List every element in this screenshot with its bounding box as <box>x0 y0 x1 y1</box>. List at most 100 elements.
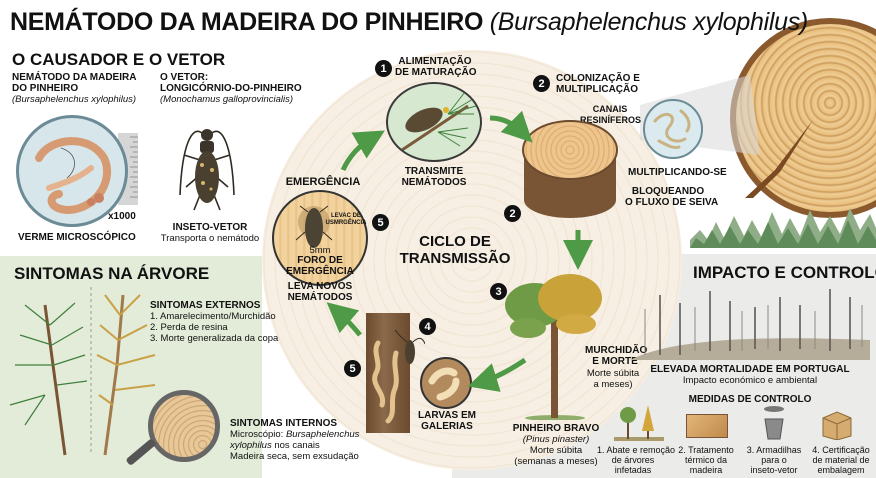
control-measure-2: 2. Tratamento térmico da madeira <box>674 445 738 475</box>
measure-1-line3: infetadas <box>614 465 652 475</box>
stump-cross-section-illustration <box>522 120 618 180</box>
sintomas-panel <box>0 256 262 478</box>
healthy-vs-dead-branch-illustration <box>9 287 156 456</box>
title-scientific: (Bursaphelenchus xylophilus) <box>489 8 808 36</box>
step-3-title: MURCHIDÃO E MORTE <box>585 345 648 367</box>
step-3-sub: Morte súbita a meses) <box>580 368 646 390</box>
emergence-inner-label-line1: LEVAC DE <box>331 213 361 219</box>
pine-tree-name: PINHEIRO BRAVO <box>512 423 600 434</box>
nematode-caption: VERME MICROSCÓPICO <box>18 232 136 243</box>
step-3-title-line1: MURCHIDÃO <box>585 345 648 356</box>
step-3-number-badge: 3 <box>490 283 507 300</box>
measure-2-line1: 2. Tratamento <box>678 445 734 455</box>
felled-trees-icon <box>614 405 664 441</box>
sintomas-heading: SINTOMAS NA ÁRVORE <box>14 264 210 283</box>
multiplying-nematodes-illustration <box>643 99 703 159</box>
control-measure-1: 1. Abate e remoção de árvores infetadas <box>597 445 675 475</box>
control-measures-heading: MEDIDAS DE CONTROLO <box>688 394 812 405</box>
microscope-nematode-illustration <box>16 115 128 227</box>
box-icon <box>822 411 852 440</box>
step-2-number-badge-secondary: 2 <box>504 205 521 222</box>
internal-symptom-species: xylophilus <box>230 440 272 451</box>
measure-3-line2: para o <box>761 455 787 465</box>
maturation-feeding-illustration <box>386 82 482 162</box>
nematode-title-line1: NEMÁTODO DA MADEIRA <box>12 72 137 83</box>
external-symptom-item: 2. Perda de resina <box>150 322 228 333</box>
pine-tree-scientific: (Pinus pinaster) <box>522 434 590 445</box>
external-symptom-item: 1. Amarelecimento/Murchidão <box>150 311 276 322</box>
vector-caption: INSETO-VETOR <box>172 222 248 233</box>
dead-forest-illustration <box>630 289 870 360</box>
external-symptoms-title: SINTOMAS EXTERNOS <box>150 300 261 311</box>
nematode-info: NEMÁTODO DA MADEIRA DO PINHEIRO (Bursaph… <box>12 72 136 105</box>
emergence-hole-illustration <box>272 190 368 286</box>
internal-symptoms: SINTOMAS INTERNOS Microscópio: Bursaphel… <box>230 418 359 462</box>
measure-2-line2: térmico da <box>684 455 728 465</box>
wood-beam-icon <box>686 414 728 438</box>
wood-cross-section-magnifier-illustration <box>148 390 220 462</box>
control-measure-3: 3. Armadilhas para o inseto-vetor <box>743 445 805 475</box>
step-1-number-badge: 1 <box>375 60 392 77</box>
tree-trunk-galleries-illustration <box>366 313 410 433</box>
magnification-label: x1000 <box>108 211 136 222</box>
mortality-title: ELEVADA MORTALIDADE EM PORTUGAL <box>650 364 850 375</box>
step-3-sub-line1: Morte súbita <box>586 368 640 379</box>
step-2-caption: MULTIPLICANDO-SE <box>628 167 727 178</box>
longhorn-beetle-illustration <box>179 129 235 211</box>
step-2-caption2: BLOQUEANDO O FLUXO DE SEIVA <box>625 186 719 208</box>
step-3-title-line2: E MORTE <box>592 356 638 367</box>
forest-silhouette-illustration <box>690 208 876 248</box>
measure-4-line2: de material de <box>812 455 870 465</box>
measure-4-line3: embalagem <box>817 465 865 475</box>
pine-tree-info: PINHEIRO BRAVO (Pinus pinaster) Morte sú… <box>500 423 612 467</box>
emergence-hole-line2: EMERGÊNCIA <box>286 266 354 277</box>
wilting-pine-tree-illustration <box>505 274 602 420</box>
step-2-caption2-line2: O FLUXO DE SEIVA <box>625 197 719 208</box>
step-2-title: COLONIZAÇÃO E MULTIPLICAÇÃO <box>556 73 640 95</box>
step-3-sub-line2: a meses) <box>593 379 633 390</box>
measure-1-line2: de árvores <box>611 455 655 465</box>
step-5-caption-line1: LEVA NOVOS <box>287 281 353 292</box>
emergence-hole-line1: FORO DE <box>297 255 343 266</box>
mortality-subtitle: Impacto económico e ambiental <box>682 375 818 386</box>
trap-bucket-icon <box>764 406 784 440</box>
step-4-caption: LARVAS EM GALERIAS <box>415 410 479 432</box>
step-2-number-badge: 2 <box>533 75 550 92</box>
step-1-title-line1: ALIMENTAÇÃO <box>398 56 472 67</box>
cycle-center-line2: TRANSMISSÃO <box>399 250 511 267</box>
causador-heading: O CAUSADOR E O VETOR <box>12 50 226 69</box>
larvae-closeup-illustration <box>420 357 472 409</box>
emergence-hole-label: FORO DE EMERGÊNCIA <box>280 255 360 277</box>
internal-symptoms-title: SINTOMAS INTERNOS <box>230 418 338 429</box>
nematode-scientific: (Bursaphelenchus xylophilus) <box>12 94 137 105</box>
step-5-number-badge: 5 <box>372 214 389 231</box>
vector-scientific: (Monochamus galloprovincialis) <box>160 94 294 105</box>
emergence-size: 5mm <box>309 245 331 256</box>
pine-tree-sub2: (semanas a meses) <box>514 456 598 467</box>
vector-subcaption: Transporta o nemátodo <box>160 233 260 244</box>
page-title: NEMÁTODO DA MADEIRA DO PINHEIRO (Bursaph… <box>10 8 808 37</box>
step-1-caption: TRANSMITE NEMÁTODOS <box>394 166 474 188</box>
emergence-inner-label: LEVAC DE USMRGÊNCIA <box>324 213 368 227</box>
title-main: NEMÁTODO DA MADEIRA DO PINHEIRO <box>10 8 484 36</box>
internal-symptom-prefix: Microscópio: <box>230 429 286 440</box>
pine-tree-sub1: Morte súbita <box>529 445 583 456</box>
step-1-caption-line2: NEMÁTODOS <box>401 177 467 188</box>
resin-canals-line2: RESINÍFEROS <box>580 115 642 125</box>
internal-symptom-line3: Madeira seca, sem exsudação <box>230 451 359 462</box>
step-2-title-line2: MULTIPLICAÇÃO <box>556 84 639 95</box>
vector-title-line1: O VETOR: <box>160 72 209 83</box>
vector-info: O VETOR: LONGICÓRNIO-DO-PINHEIRO (Monoch… <box>160 72 302 105</box>
step-5-title: EMERGÊNCIA <box>285 176 361 188</box>
measure-4-line1: 4. Certificação <box>812 445 870 455</box>
impacto-heading: IMPACTO E CONTROLO <box>693 263 876 282</box>
step-4-caption-line2: GALERIAS <box>421 421 473 432</box>
external-symptom-item: 3. Morte generalizada da copa <box>150 333 279 344</box>
step-4-caption-line1: LARVAS EM <box>418 410 476 421</box>
measure-2-line3: madeira <box>689 465 723 475</box>
internal-symptom-genus: Bursaphelenchus <box>285 429 360 440</box>
control-measure-4: 4. Certificação de material de embalagem <box>807 445 875 475</box>
beetle-on-trunk-icon <box>395 330 425 364</box>
step-1-title: ALIMENTAÇÃO DE MATURAÇÃO <box>395 56 476 78</box>
measure-3-line3: inseto-vetor <box>750 465 798 475</box>
